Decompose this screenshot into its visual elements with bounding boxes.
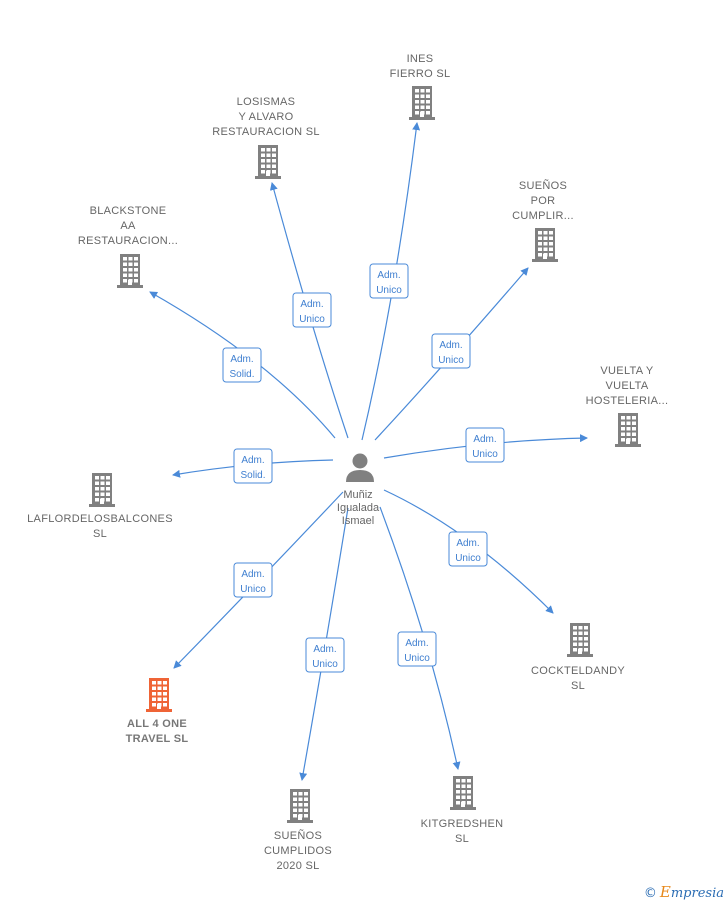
company-label-all-4-one-travel[interactable]: TRAVEL SL xyxy=(126,733,189,745)
role-badge-vuelta-y-vuelta[interactable]: Adm. Unico xyxy=(465,427,505,463)
company-label-losismas[interactable]: RESTAURACION SL xyxy=(212,126,320,138)
company-label-blackstone[interactable]: BLACKSTONE xyxy=(90,205,167,217)
role-text: Adm. xyxy=(405,638,428,649)
person-name-label[interactable]: Muñiz xyxy=(343,489,372,501)
company-label-losismas[interactable]: Y ALVARO xyxy=(239,111,294,123)
company-label-all-4-one-travel[interactable]: ALL 4 ONE xyxy=(127,718,187,730)
company-label-vuelta-y-vuelta[interactable]: VUELTA xyxy=(606,380,649,392)
building-icon-all-4-one-travel[interactable] xyxy=(146,678,172,712)
company-label-vuelta-y-vuelta[interactable]: HOSTELERIA... xyxy=(586,395,669,407)
role-text: Unico xyxy=(472,449,498,460)
role-badge-laflordelosbalcones[interactable]: Adm. Solid. xyxy=(233,448,273,484)
company-label-laflordelosbalcones[interactable]: SL xyxy=(93,528,107,540)
role-box xyxy=(369,263,409,299)
role-text: Adm. xyxy=(439,340,462,351)
company-label-suenos-cumplidos[interactable]: SUEÑOS xyxy=(274,829,322,842)
company-label-blackstone[interactable]: AA xyxy=(120,220,136,232)
nodes-layer: INES FIERRO SL LOSISMAS Y ALVARO RESTAURACIO… xyxy=(27,53,668,872)
company-label-suenos-cumplidos[interactable]: 2020 SL xyxy=(276,860,319,872)
role-box xyxy=(305,637,345,673)
role-text: Adm. xyxy=(241,455,264,466)
role-text: Solid. xyxy=(229,369,254,380)
company-label-kitgredshen[interactable]: KITGREDSHEN xyxy=(421,818,504,830)
company-label-losismas[interactable]: LOSISMAS xyxy=(237,96,296,108)
building-icon-kitgredshen[interactable] xyxy=(450,776,476,810)
role-box xyxy=(448,531,488,567)
role-box xyxy=(292,292,332,328)
company-label-ines-fierro[interactable]: INES xyxy=(407,53,434,65)
role-badge-losismas[interactable]: Adm. Unico xyxy=(292,292,332,328)
company-label-suenos-por-cumplir[interactable]: POR xyxy=(531,195,556,207)
company-label-cockteldandy[interactable]: COCKTELDANDY xyxy=(531,665,625,677)
role-text: Unico xyxy=(312,659,338,670)
role-badge-ines-fierro[interactable]: Adm. Unico xyxy=(369,263,409,299)
roles-layer: Adm.UnicoAdm.UnicoAdm.UnicoAdm.Solid.Adm… xyxy=(222,263,505,673)
company-label-suenos-por-cumplir[interactable]: CUMPLIR... xyxy=(512,210,574,222)
company-label-cockteldandy[interactable]: SL xyxy=(571,680,585,692)
role-badge-all-4-one-travel[interactable]: Adm. Unico xyxy=(233,562,273,598)
role-box xyxy=(222,347,262,383)
building-icon-vuelta-y-vuelta[interactable] xyxy=(615,413,641,447)
role-badge-kitgredshen[interactable]: Adm. Unico xyxy=(397,631,437,667)
company-label-blackstone[interactable]: RESTAURACION... xyxy=(78,235,178,247)
role-text: Unico xyxy=(455,553,481,564)
company-label-suenos-por-cumplir[interactable]: SUEÑOS xyxy=(519,179,567,192)
building-icon-ines-fierro[interactable] xyxy=(409,86,435,120)
role-text: Adm. xyxy=(473,434,496,445)
role-text: Unico xyxy=(240,584,266,595)
role-text: Adm. xyxy=(377,270,400,281)
company-label-laflordelosbalcones[interactable]: LAFLORDELOSBALCONES xyxy=(27,513,173,525)
role-box xyxy=(397,631,437,667)
role-badge-cockteldandy[interactable]: Adm. Unico xyxy=(448,531,488,567)
role-box xyxy=(233,562,273,598)
building-icon-suenos-cumplidos[interactable] xyxy=(287,789,313,823)
building-icon-cockteldandy[interactable] xyxy=(567,623,593,657)
brand-initial: E xyxy=(659,883,671,901)
role-text: Unico xyxy=(299,314,325,325)
building-icon-losismas[interactable] xyxy=(255,145,281,179)
role-text: Adm. xyxy=(456,538,479,549)
company-label-kitgredshen[interactable]: SL xyxy=(455,833,469,845)
brand-name: mpresia xyxy=(670,886,724,901)
role-text: Unico xyxy=(404,653,430,664)
person-name-label[interactable]: Ismael xyxy=(342,515,374,527)
building-icon-laflordelosbalcones[interactable] xyxy=(89,473,115,507)
person-icon[interactable] xyxy=(346,453,374,483)
role-box xyxy=(465,427,505,463)
company-label-ines-fierro[interactable]: FIERRO SL xyxy=(390,68,451,80)
company-label-vuelta-y-vuelta[interactable]: VUELTA Y xyxy=(600,365,654,377)
role-text: Unico xyxy=(438,355,464,366)
building-icon-suenos-por-cumplir[interactable] xyxy=(532,228,558,262)
building-icon-blackstone[interactable] xyxy=(117,254,143,288)
person-name-label[interactable]: Igualada xyxy=(337,502,380,514)
role-box xyxy=(233,448,273,484)
role-badge-blackstone[interactable]: Adm. Solid. xyxy=(222,347,262,383)
role-text: Adm. xyxy=(313,644,336,655)
role-box xyxy=(431,333,471,369)
role-text: Adm. xyxy=(300,299,323,310)
role-text: Adm. xyxy=(230,354,253,365)
role-badge-suenos-cumplidos[interactable]: Adm. Unico xyxy=(305,637,345,673)
role-text: Adm. xyxy=(241,569,264,580)
footer-brand: ©Empresia xyxy=(644,883,724,901)
company-label-suenos-cumplidos[interactable]: CUMPLIDOS xyxy=(264,845,332,857)
role-badge-suenos-por-cumplir[interactable]: Adm. Unico xyxy=(431,333,471,369)
copyright-symbol: © xyxy=(643,886,657,901)
role-text: Solid. xyxy=(240,470,265,481)
role-text: Unico xyxy=(376,285,402,296)
